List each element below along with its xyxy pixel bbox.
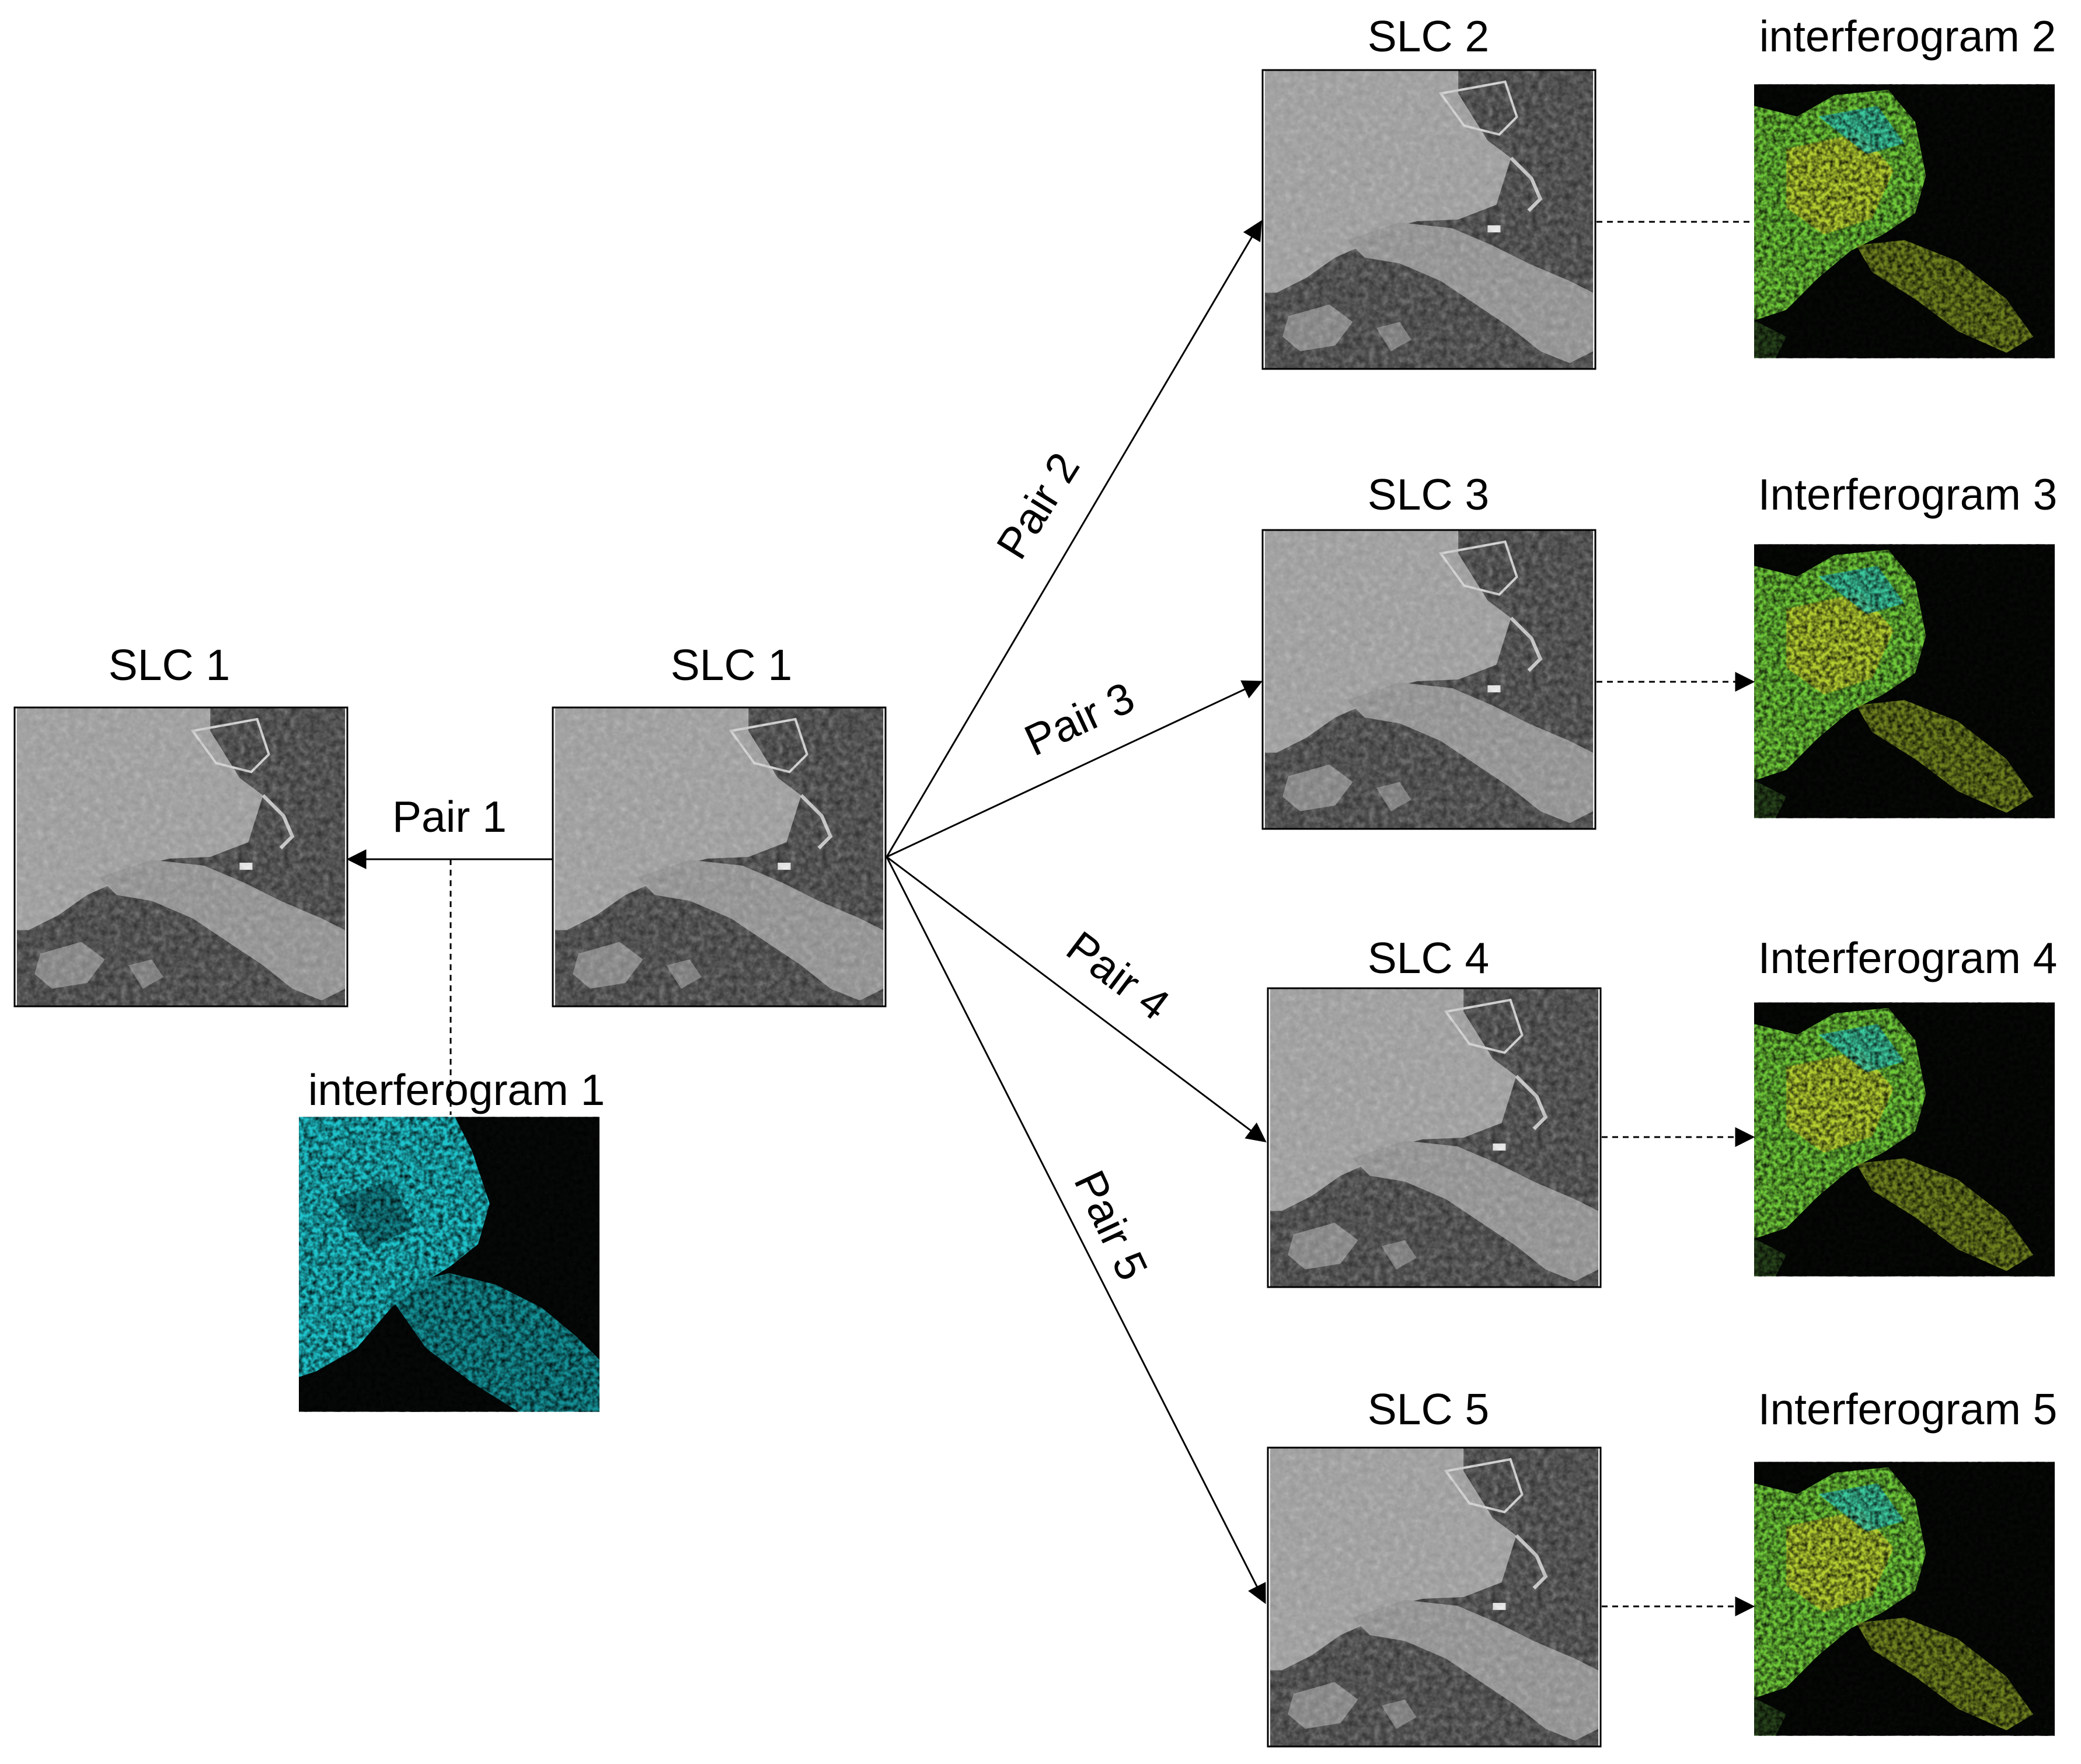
slc5-image: [1267, 1446, 1602, 1748]
interferogram5-title: Interferogram 5: [1758, 1385, 2058, 1434]
interferogram3-title: Interferogram 3: [1758, 470, 2058, 519]
slc1-left-image: [13, 706, 348, 1007]
slc3-title: SLC 3: [1368, 470, 1489, 519]
interferogram4-image: [1754, 1002, 2055, 1276]
interferogram2-image: [1754, 84, 2055, 358]
slc3-image: [1261, 529, 1597, 830]
slc5-title: SLC 5: [1368, 1385, 1489, 1434]
slc4-image: [1267, 987, 1602, 1288]
pair5-arrow: [886, 856, 1266, 1605]
pair3-label: Pair 3: [1017, 672, 1141, 765]
pair3-arrow: [886, 680, 1263, 858]
interferogram5-image: [1754, 1462, 2055, 1735]
interferogram1-title: interferogram 1: [308, 1065, 605, 1114]
pair2-arrow: [886, 220, 1262, 857]
pair4-label: Pair 4: [1058, 922, 1179, 1030]
pair4-arrow: [886, 856, 1267, 1143]
slc1-center-image: [552, 706, 887, 1007]
interferogram3-image: [1754, 544, 2055, 818]
slc1-center-title: SLC 1: [671, 640, 792, 689]
slc1-left-title: SLC 1: [109, 640, 230, 689]
interferogram4-title: Interferogram 4: [1758, 933, 2058, 982]
pair1-label: Pair 1: [392, 792, 507, 841]
interferogram1-image: [299, 1117, 599, 1411]
slc2-title: SLC 2: [1368, 12, 1489, 61]
pair2-label: Pair 2: [987, 444, 1089, 567]
pair5-label: Pair 5: [1065, 1163, 1158, 1287]
slc4-title: SLC 4: [1368, 933, 1489, 982]
slc2-image: [1261, 69, 1597, 370]
interferogram2-title: interferogram 2: [1759, 12, 2056, 61]
